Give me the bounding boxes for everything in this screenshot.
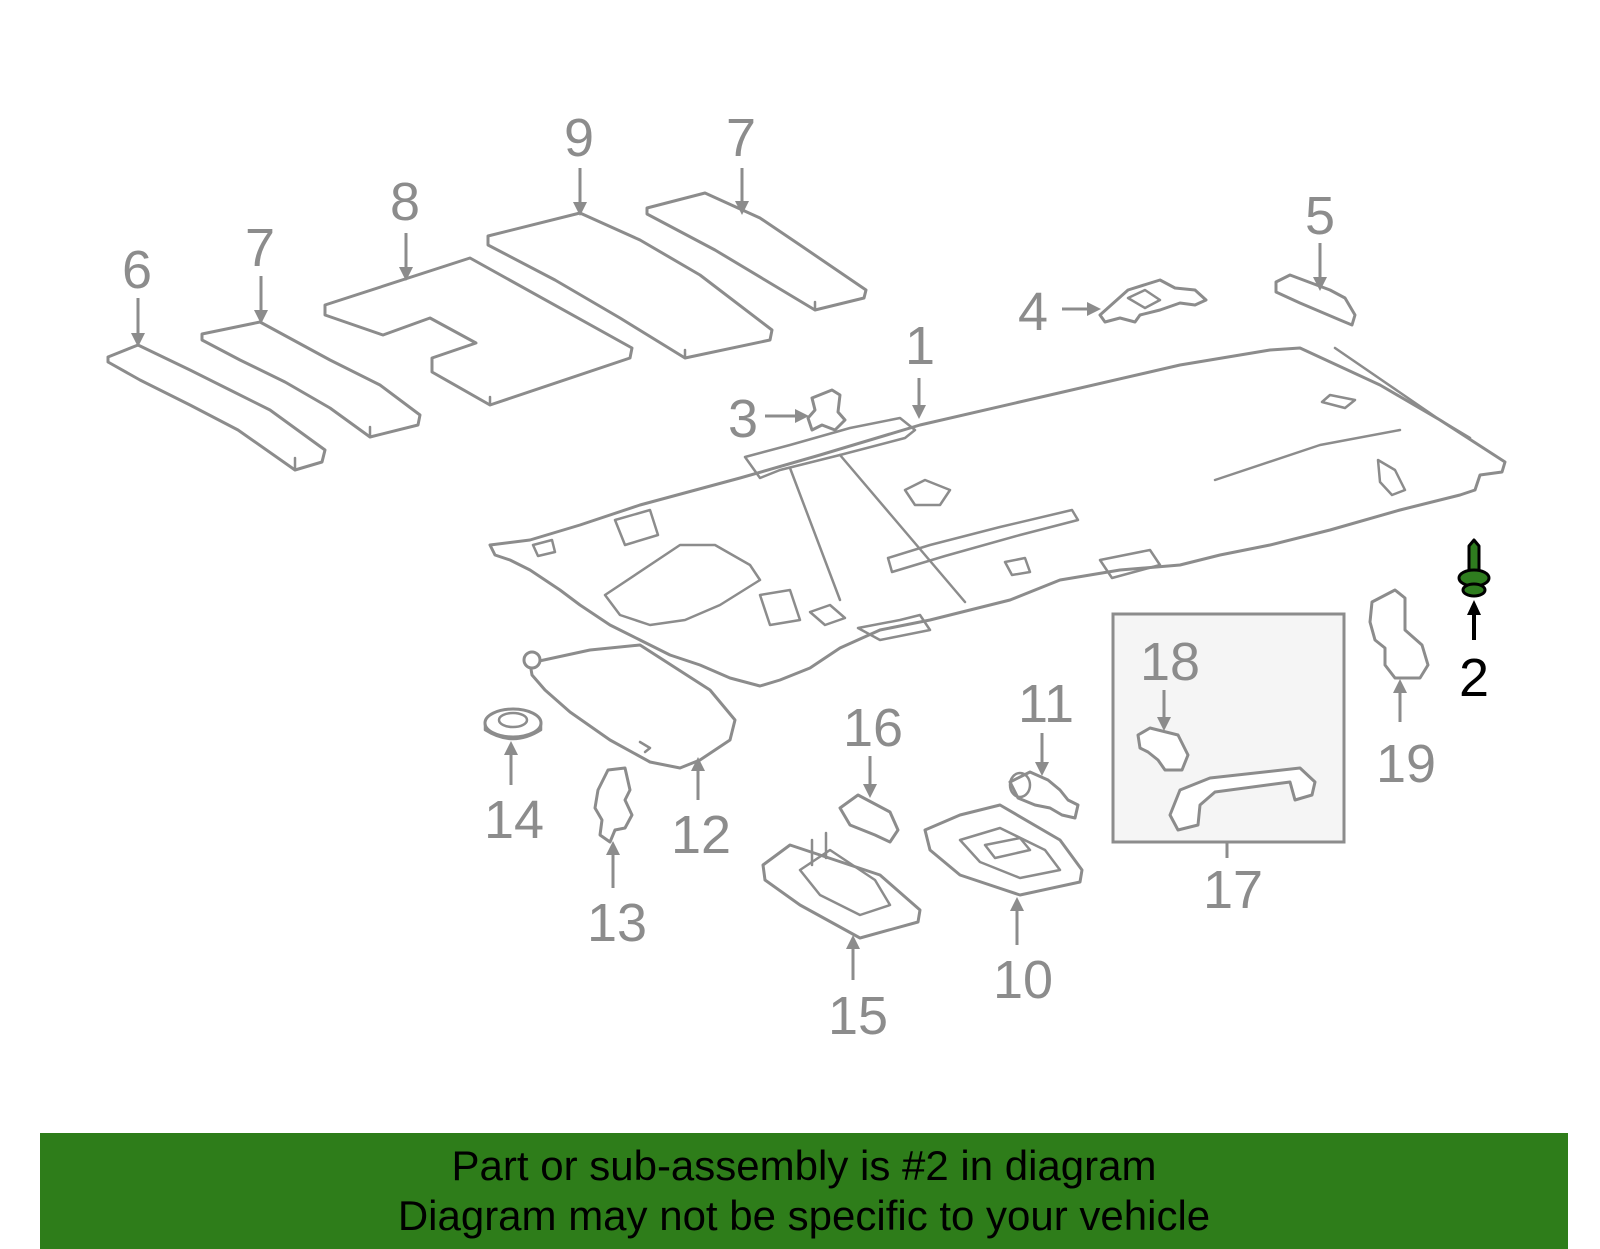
part-5-bracket bbox=[1274, 273, 1357, 327]
callout-15: 15 bbox=[828, 986, 888, 1046]
part-10-map-lamp bbox=[923, 803, 1084, 897]
leader-part-2 bbox=[1467, 600, 1481, 640]
callout-16: 16 bbox=[843, 698, 903, 758]
callout-12: 12 bbox=[671, 805, 731, 865]
callout-18: 18 bbox=[1140, 632, 1200, 692]
callout-3: 3 bbox=[728, 389, 758, 449]
callout-13: 13 bbox=[587, 893, 647, 953]
callout-2-highlighted: 2 bbox=[1459, 648, 1489, 708]
part-18-cover bbox=[1136, 726, 1190, 772]
part-7-pad-left bbox=[200, 320, 422, 439]
callout-7-right: 7 bbox=[726, 108, 756, 168]
callout-14: 14 bbox=[484, 790, 544, 850]
part-2-clip-highlighted bbox=[1457, 538, 1491, 598]
part-12-sun-visor bbox=[522, 643, 737, 770]
callout-1: 1 bbox=[905, 316, 935, 376]
callout-labels: 6 7 8 9 7 1 3 4 5 14 12 13 16 15 11 10 1… bbox=[122, 108, 1489, 1046]
callout-7-left: 7 bbox=[245, 218, 275, 278]
callout-4: 4 bbox=[1018, 282, 1048, 342]
banner-line-1: Part or sub-assembly is #2 in diagram bbox=[451, 1142, 1157, 1189]
callout-19: 19 bbox=[1376, 734, 1436, 794]
callout-10: 10 bbox=[993, 950, 1053, 1010]
callout-17: 17 bbox=[1203, 860, 1263, 920]
info-banner: Part or sub-assembly is #2 in diagram Di… bbox=[40, 1133, 1568, 1249]
part-9-pad bbox=[486, 211, 774, 360]
part-15-lamp-housing bbox=[761, 831, 922, 940]
part-6-pad bbox=[106, 343, 327, 472]
callout-8: 8 bbox=[390, 172, 420, 232]
part-16-lens bbox=[838, 793, 900, 844]
callout-5: 5 bbox=[1305, 186, 1335, 246]
banner-line-2: Diagram may not be specific to your vehi… bbox=[397, 1192, 1211, 1239]
part-4-bracket bbox=[1098, 278, 1208, 324]
leader-lines bbox=[131, 168, 1407, 980]
part-1-headliner bbox=[488, 346, 1507, 688]
part-11-bulb bbox=[1008, 770, 1080, 820]
part-8-pad bbox=[323, 256, 634, 407]
part-14-round-clip bbox=[483, 707, 543, 741]
part-13-holder bbox=[593, 766, 634, 844]
callout-9: 9 bbox=[564, 108, 594, 168]
part-3-clip bbox=[806, 388, 847, 432]
callout-11: 11 bbox=[1018, 674, 1074, 734]
part-19-bracket bbox=[1368, 588, 1430, 680]
callout-6: 6 bbox=[122, 240, 152, 300]
part-17-assist-grip bbox=[1168, 766, 1317, 832]
